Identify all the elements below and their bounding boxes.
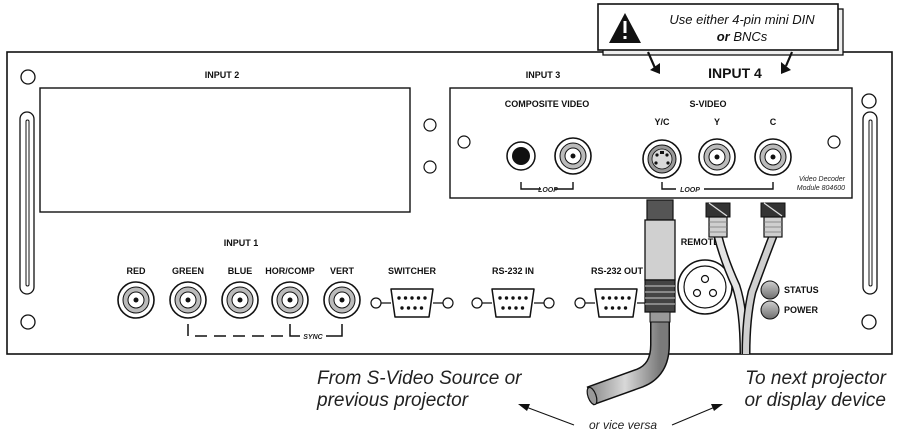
warning-icon [609, 13, 641, 43]
horcomp-label: HOR/COMP [265, 266, 315, 276]
caption-middle: or vice versa [589, 418, 657, 432]
callout-arrow-right-head [781, 62, 791, 74]
svideo-cable [586, 199, 676, 406]
status-label: STATUS [784, 285, 819, 295]
caption-left-line1: From S-Video Source or [317, 368, 522, 389]
y-bnc-jack[interactable] [698, 138, 736, 176]
screw-upper [423, 118, 437, 132]
green-bnc-jack[interactable] [169, 281, 207, 319]
input4-label: INPUT 4 [708, 65, 762, 81]
callout-line1: Use either 4-pin mini DIN [669, 12, 815, 27]
status-led [760, 280, 780, 300]
mount-hole-top-right [861, 93, 877, 109]
caption-left-line2: previous projector [316, 390, 469, 411]
callout-line2-rest: BNCs [730, 29, 768, 44]
loop-label-svideo: LOOP [680, 187, 700, 194]
screw-lower [423, 160, 437, 174]
horcomp-bnc-jack[interactable] [271, 281, 309, 319]
caption-right-line1: To next projector [745, 368, 886, 389]
callout-arrow-left [646, 51, 657, 69]
sync-label: SYNC [303, 334, 323, 341]
input3-label: INPUT 3 [526, 70, 561, 80]
yc-label: Y/C [654, 117, 670, 127]
rs232in-db9-port[interactable] [471, 288, 555, 318]
y-label: Y [714, 117, 720, 127]
mount-hole-top-left [20, 69, 36, 85]
switcher-label: SWITCHER [388, 266, 436, 276]
module-screw-right [827, 135, 841, 149]
loop-label-composite: LOOP [538, 187, 558, 194]
sync-bracket [289, 324, 343, 337]
input2-blank-plate [39, 87, 411, 213]
caption-right-line2: or display device [744, 390, 886, 411]
rs232out-label: RS-232 OUT [591, 266, 644, 276]
bnc-cables [705, 202, 786, 355]
vert-label: VERT [330, 266, 355, 276]
green-label: GREEN [172, 266, 204, 276]
mount-hole-bottom-left [20, 314, 36, 330]
remote-label: REMOTE [681, 237, 720, 247]
blue-bnc-jack[interactable] [221, 281, 259, 319]
vice-versa-arrow-left-head [518, 404, 530, 411]
composite-video-label: COMPOSITE VIDEO [505, 99, 590, 109]
red-bnc-jack[interactable] [117, 281, 155, 319]
callout-arrow-right [784, 51, 794, 67]
input2-label: INPUT 2 [205, 70, 240, 80]
switcher-db9-port[interactable] [370, 288, 454, 318]
module-screw-left [457, 135, 471, 149]
composite-rca-jack[interactable] [506, 141, 536, 171]
callout-line2: or BNCs [717, 29, 768, 44]
vert-bnc-jack[interactable] [323, 281, 361, 319]
red-label: RED [126, 266, 146, 276]
right-handle-slot [868, 119, 873, 287]
blue-label: BLUE [228, 266, 253, 276]
vice-versa-arrow-right-head [711, 404, 723, 411]
c-label: C [770, 117, 777, 127]
decoder-label-line2: Module 804600 [797, 185, 845, 192]
composite-loop-bnc[interactable] [554, 137, 592, 175]
rs232in-label: RS-232 IN [492, 266, 534, 276]
remote-xlr-port[interactable] [677, 259, 733, 315]
svideo-label: S-VIDEO [689, 99, 726, 109]
input1-loop-bracket [187, 324, 290, 337]
callout-arrow-left-head [650, 63, 660, 74]
vice-versa-arrow-right [671, 406, 716, 426]
power-led [760, 300, 780, 320]
yc-mini-din-jack[interactable] [642, 139, 682, 179]
loop-bracket-composite [520, 182, 574, 190]
loop-bracket-svideo [661, 182, 774, 190]
c-bnc-jack[interactable] [754, 138, 792, 176]
power-label: POWER [784, 305, 819, 315]
decoder-label-line1: Video Decoder [799, 176, 846, 183]
rs232out-db9-port[interactable] [574, 288, 658, 318]
vice-versa-arrow-left [525, 406, 575, 426]
top-callout: Use either 4-pin mini DIN or BNCs [597, 3, 844, 56]
callout-line2-bold: or [717, 29, 731, 44]
left-handle-slot [25, 119, 30, 287]
input1-label: INPUT 1 [224, 238, 259, 248]
mount-hole-bottom-right [861, 314, 877, 330]
